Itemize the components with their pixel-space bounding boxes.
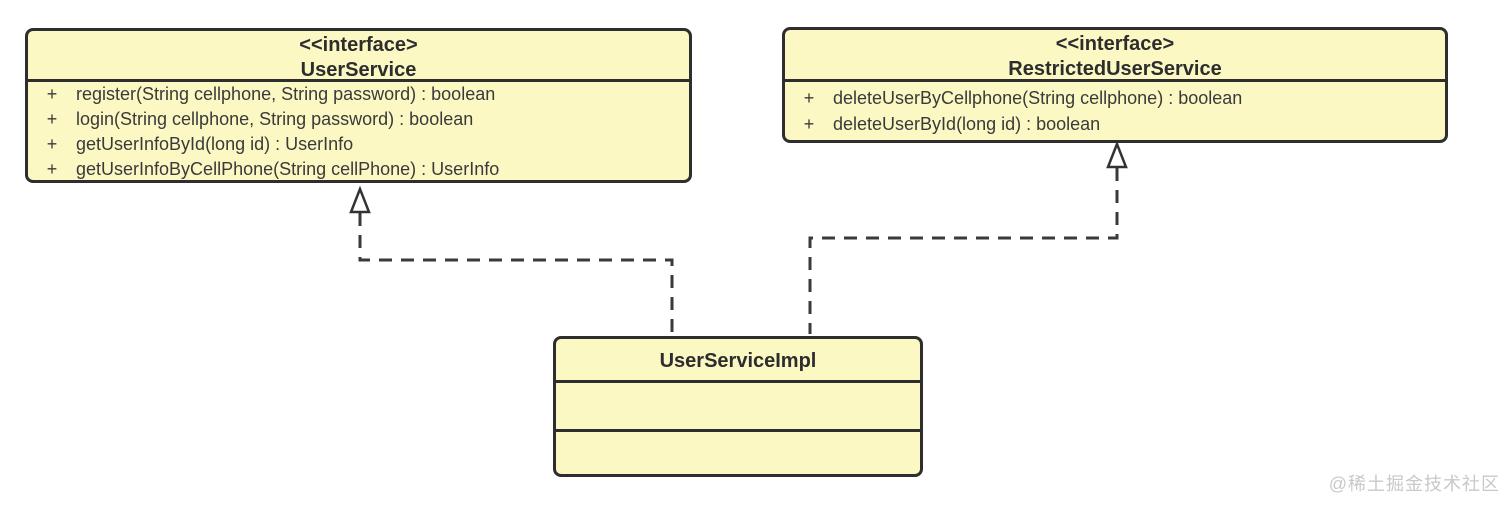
realization-arrow-userservice (349, 185, 674, 334)
method-signature: getUserInfoById(long id) : UserInfo (76, 134, 354, 154)
realization-arrow-restricteduserservice (808, 140, 1128, 334)
method-row: + deleteUserByCellphone(String cellphone… (785, 85, 1445, 111)
visibility-symbol: + (803, 114, 815, 134)
methods-compartment: + register(String cellphone, String pass… (28, 82, 689, 182)
watermark-text: @稀土掘金技术社区 (1328, 474, 1500, 494)
method-row: + login(String cellphone, String passwor… (28, 107, 689, 132)
visibility-symbol: + (46, 159, 58, 179)
class-name: UserServiceImpl (556, 339, 920, 383)
class-box-userserviceimpl: UserServiceImpl (553, 336, 923, 477)
visibility-symbol: + (46, 84, 58, 104)
method-row: + getUserInfoByCellPhone(String cellPhon… (28, 157, 689, 182)
interface-name: RestrictedUserService (1008, 58, 1222, 80)
method-signature: login(String cellphone, String password)… (76, 109, 474, 129)
hollow-triangle-arrowhead (1106, 140, 1128, 169)
realization-dashed-line (358, 213, 674, 334)
visibility-symbol: + (46, 134, 58, 154)
visibility-symbol: + (46, 109, 58, 129)
realization-dashed-line (808, 168, 1119, 334)
interface-title-compartment: <<interface> RestrictedUserService (785, 30, 1445, 82)
visibility-symbol: + (803, 88, 815, 108)
hollow-triangle-arrowhead (349, 185, 371, 214)
interface-title-compartment: <<interface> UserService (28, 31, 689, 82)
method-signature: deleteUserByCellphone(String cellphone) … (833, 88, 1243, 108)
attributes-compartment-empty (556, 383, 920, 432)
method-row: + register(String cellphone, String pass… (28, 82, 689, 107)
stereotype-label: <<interface> (1055, 33, 1175, 55)
operations-compartment-empty (556, 432, 920, 474)
method-signature: register(String cellphone, String passwo… (76, 84, 496, 104)
stereotype-label: <<interface> (299, 34, 418, 56)
method-signature: deleteUserById(long id) : boolean (833, 114, 1101, 134)
method-row: + getUserInfoById(long id) : UserInfo (28, 132, 689, 157)
interface-name: UserService (300, 59, 417, 81)
method-row: + deleteUserById(long id) : boolean (785, 111, 1445, 137)
methods-compartment: + deleteUserByCellphone(String cellphone… (785, 82, 1445, 137)
interface-box-restricteduserservice: <<interface> RestrictedUserService + del… (782, 27, 1448, 143)
interface-box-userservice: <<interface> UserService + register(Stri… (25, 28, 692, 183)
method-signature: getUserInfoByCellPhone(String cellPhone)… (76, 159, 500, 179)
